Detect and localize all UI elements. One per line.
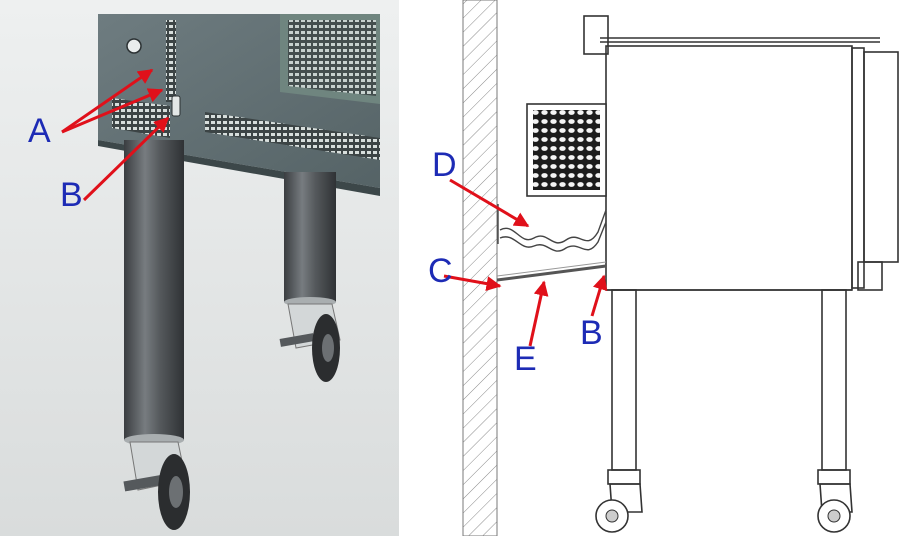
right-line-drawing: D C E B [400, 0, 906, 536]
rear-leg [284, 172, 336, 302]
arrow-d [449, 178, 530, 228]
arrow-b [82, 116, 170, 202]
arrow-e [528, 280, 549, 347]
restraint-strap-edge [496, 261, 607, 277]
front-wheel-hub-line [605, 509, 619, 523]
rear-caster-brake [279, 333, 315, 347]
flex-duct-lower [499, 221, 607, 252]
arrow-a-upper [61, 68, 154, 134]
front-leg [124, 140, 184, 440]
callout-a-label: A [28, 112, 51, 150]
wall-section [462, 0, 498, 536]
drawing-legs [607, 289, 853, 513]
left-render: A B [0, 0, 400, 536]
restraint-strap [496, 264, 607, 282]
callout-e-label: E [514, 340, 537, 378]
rear-fork-line [819, 483, 853, 513]
panel-hole [126, 38, 142, 54]
rear-vent-mesh [533, 110, 600, 190]
front-caster-hub [169, 476, 183, 508]
callout-c-label: C [428, 252, 453, 290]
flex-duct-upper [499, 209, 607, 244]
arrow-c [443, 274, 502, 292]
door-hinge [857, 261, 883, 291]
vent-column [166, 20, 176, 102]
panel-slot [171, 95, 181, 117]
callout-b-label: B [60, 176, 83, 214]
rear-caster-hub [322, 334, 334, 362]
callout-d-label: D [432, 146, 457, 184]
arrow-a-lower [61, 88, 164, 134]
front-caster-brake [123, 474, 165, 492]
side-grille [288, 20, 376, 96]
callout-b-right-label: B [580, 314, 603, 352]
rear-bracket [583, 15, 609, 55]
vent-slots-lower [205, 112, 380, 160]
arrow-b-right [590, 274, 608, 317]
rear-wheel-hub-line [827, 509, 841, 523]
